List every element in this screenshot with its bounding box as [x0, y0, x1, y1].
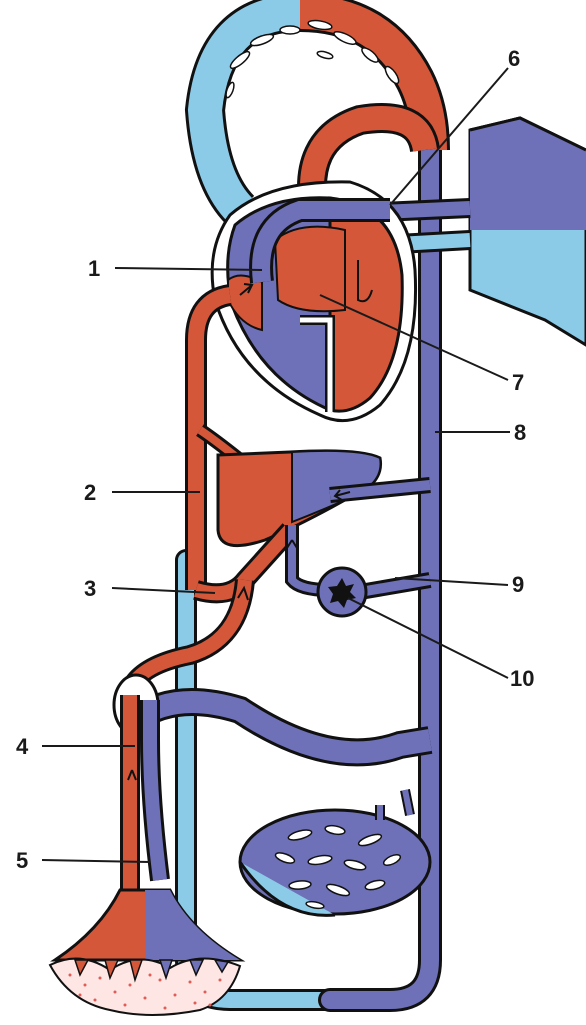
heart [212, 182, 415, 421]
label-5: 5 [16, 848, 28, 873]
organ-10 [318, 568, 366, 616]
label-10: 10 [510, 666, 534, 691]
descending-vessel-left [186, 560, 330, 1000]
label-9: 9 [512, 572, 524, 597]
liver [218, 451, 430, 546]
lower-capillary-bed [240, 790, 430, 915]
limb-vessels [50, 675, 240, 1015]
label-1: 1 [88, 256, 100, 281]
label-6: 6 [508, 46, 520, 71]
label-2: 2 [84, 480, 96, 505]
label-3: 3 [84, 576, 96, 601]
label-4: 4 [16, 734, 29, 759]
label-7: 7 [512, 370, 524, 395]
label-8: 8 [514, 420, 526, 445]
